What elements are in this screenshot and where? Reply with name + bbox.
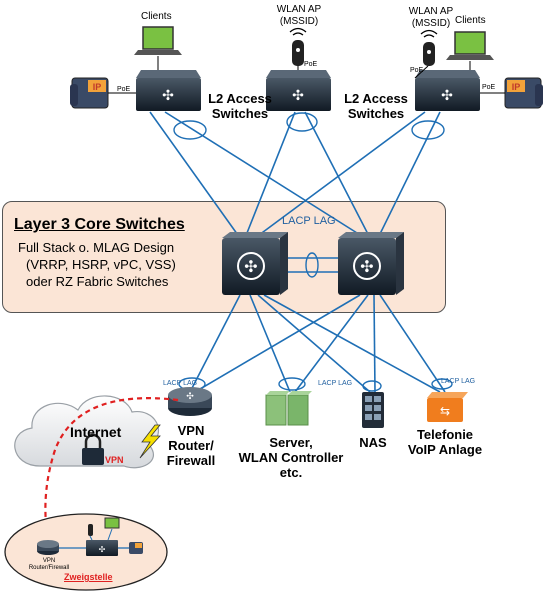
l2-switch-right: ✣ bbox=[415, 70, 480, 111]
server-label: Server, WLAN Controller etc. bbox=[232, 435, 350, 481]
svg-text:⇆: ⇆ bbox=[440, 404, 450, 418]
l2-switch-center: ✣ bbox=[266, 70, 331, 111]
lacp-label-voip: LACP LAG bbox=[441, 378, 476, 385]
vpn-lock-icon bbox=[82, 433, 104, 465]
server-line3: etc. bbox=[279, 464, 303, 480]
wlan-ap-center bbox=[289, 27, 307, 70]
svg-text:✣: ✣ bbox=[360, 257, 373, 276]
ap-link bbox=[414, 65, 429, 79]
svg-text:✣: ✣ bbox=[292, 88, 304, 104]
l2-access-right-label: L2 Access Switches bbox=[336, 91, 416, 122]
nas-label: NAS bbox=[359, 435, 387, 450]
branch-laptop-icon bbox=[104, 517, 120, 541]
svg-text:IP: IP bbox=[512, 82, 521, 92]
branch-router-label: VPN Router/Firewall bbox=[24, 558, 74, 571]
wlan-ap-center-line1: WLAN AP bbox=[276, 4, 322, 15]
branch-router-line2: Router/Firewall bbox=[28, 564, 70, 571]
svg-text:✣: ✣ bbox=[441, 88, 453, 104]
core-line-1: Full Stack o. MLAG Design bbox=[18, 240, 175, 255]
branch-name-label: Zweigstelle bbox=[64, 572, 113, 582]
vpn-router-line3: Firewall bbox=[166, 452, 216, 468]
branch-router-line1: VPN bbox=[42, 558, 56, 564]
server-icon bbox=[265, 391, 312, 426]
branch-router-icon bbox=[37, 540, 59, 555]
svg-text:✣: ✣ bbox=[162, 88, 174, 104]
client-laptop-left bbox=[134, 26, 182, 70]
vpn-lock-label: VPN bbox=[105, 455, 124, 465]
lacp-label-server: LACP LAG bbox=[318, 380, 353, 387]
vpn-tunnel-line bbox=[44, 397, 179, 543]
wlan-ap-right bbox=[420, 29, 438, 66]
poe-label-ap-right: PoE bbox=[410, 67, 424, 74]
vpn-router-line2: Router/ bbox=[168, 437, 214, 453]
l2-access-left-label: L2 Access Switches bbox=[200, 91, 280, 122]
branch-phone-icon bbox=[129, 542, 143, 554]
internet-label: Internet bbox=[70, 424, 122, 440]
lightning-icon bbox=[139, 424, 161, 459]
svg-text:IP: IP bbox=[93, 82, 102, 92]
vpn-router-icon: ✣ bbox=[168, 387, 212, 416]
clients-right-label: Clients bbox=[455, 15, 486, 26]
telefonie-line1: Telefonie bbox=[416, 427, 474, 442]
poe-label-right: PoE bbox=[482, 84, 496, 91]
server-line1: Server, bbox=[269, 435, 313, 450]
poe-label-left: PoE bbox=[117, 86, 131, 93]
svg-text:✣: ✣ bbox=[186, 392, 194, 402]
voip-pbx-icon: ⇆ bbox=[427, 392, 468, 422]
core-line-2: (VRRP, HSRP, vPC, VSS) bbox=[26, 256, 176, 272]
l2-switch-left: ✣ bbox=[136, 70, 201, 111]
core-title: Layer 3 Core Switches bbox=[14, 216, 185, 233]
wlan-ap-right-label: WLAN AP (MSSID) bbox=[404, 6, 458, 29]
core-description: Full Stack o. MLAG Design (VRRP, HSRP, v… bbox=[18, 240, 176, 291]
poe-label-center: PoE bbox=[304, 61, 318, 68]
ip-phone-right: IP bbox=[480, 77, 543, 109]
vpn-router-label: VPN Router/ Firewall bbox=[156, 423, 226, 469]
clients-left-label: Clients bbox=[141, 11, 172, 22]
downlink-lines bbox=[189, 294, 446, 393]
vpn-router-line1: VPN bbox=[177, 423, 205, 438]
wlan-ap-center-line2: (MSSID) bbox=[279, 15, 319, 27]
core-lacp-label: LACP LAG bbox=[282, 215, 336, 227]
client-laptop-right bbox=[446, 31, 494, 70]
l2-left-line2: Switches bbox=[211, 105, 269, 121]
l2-right-line1: L2 Access bbox=[344, 91, 408, 106]
branch-ap-icon bbox=[88, 524, 93, 541]
ip-phone-left: IP bbox=[70, 77, 136, 109]
l2-right-line2: Switches bbox=[347, 105, 405, 121]
svg-text:✣: ✣ bbox=[244, 257, 257, 276]
wlan-ap-center-label: WLAN AP (MSSID) bbox=[272, 4, 326, 27]
telefonie-label: Telefonie VoIP Anlage bbox=[400, 427, 490, 458]
wlan-ap-right-line2: (MSSID) bbox=[411, 17, 451, 29]
core-switch-right: ✣ bbox=[338, 232, 404, 295]
core-switch-left: ✣ bbox=[222, 232, 288, 295]
server-line2: WLAN Controller bbox=[238, 449, 344, 465]
svg-text:✣: ✣ bbox=[99, 545, 106, 554]
lag-ellipses bbox=[173, 112, 453, 392]
branch-switch-icon: ✣ bbox=[86, 540, 118, 556]
l2-left-line1: L2 Access bbox=[208, 91, 272, 106]
internet-cloud-icon bbox=[14, 395, 160, 469]
uplink-lines bbox=[149, 111, 441, 273]
telefonie-line2: VoIP Anlage bbox=[407, 441, 483, 457]
core-line-3: oder RZ Fabric Switches bbox=[26, 273, 169, 289]
wlan-ap-right-line1: WLAN AP bbox=[408, 6, 454, 17]
lacp-label-router: LACP LAG bbox=[163, 380, 198, 387]
nas-icon bbox=[362, 392, 384, 428]
